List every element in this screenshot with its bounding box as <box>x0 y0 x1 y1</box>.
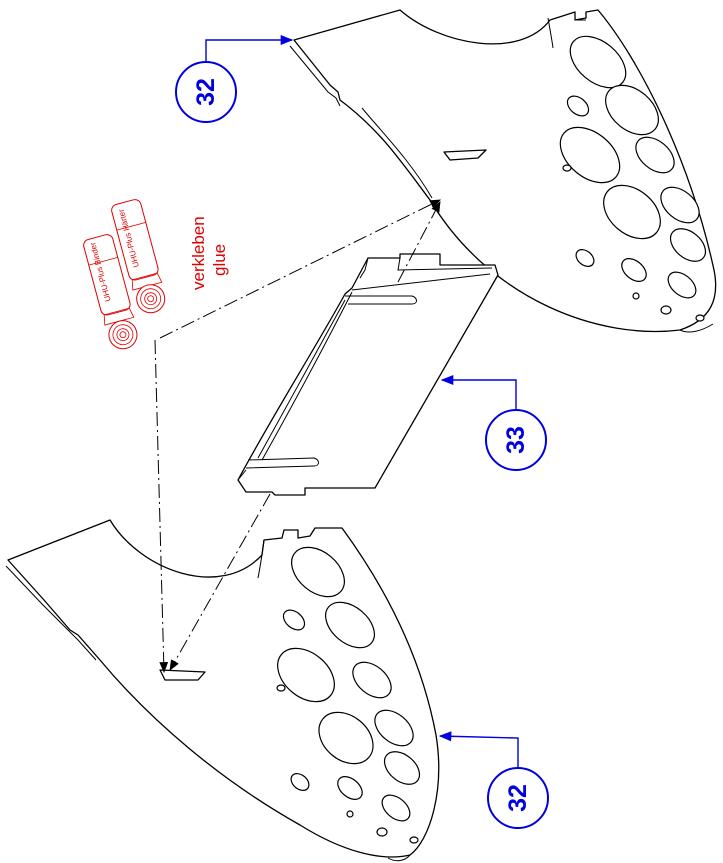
callout-middle: 33 <box>440 374 547 471</box>
callout-top: 32 <box>175 34 294 123</box>
callout-bottom-number: 32 <box>504 784 532 812</box>
spar-plate <box>237 253 499 496</box>
callout-top-number: 32 <box>192 78 220 106</box>
assembly-lines <box>154 199 441 674</box>
callout-bottom: 32 <box>438 731 549 829</box>
former-top <box>289 9 717 333</box>
glue-label-en: glue <box>210 244 229 276</box>
glue-label-de: verkleben <box>189 216 208 290</box>
callout-middle-number: 33 <box>502 426 530 454</box>
former-bottom <box>5 519 440 862</box>
glue-tubes: UHU-Plus Binder UHU-Plus Härter verklebe… <box>83 199 229 350</box>
